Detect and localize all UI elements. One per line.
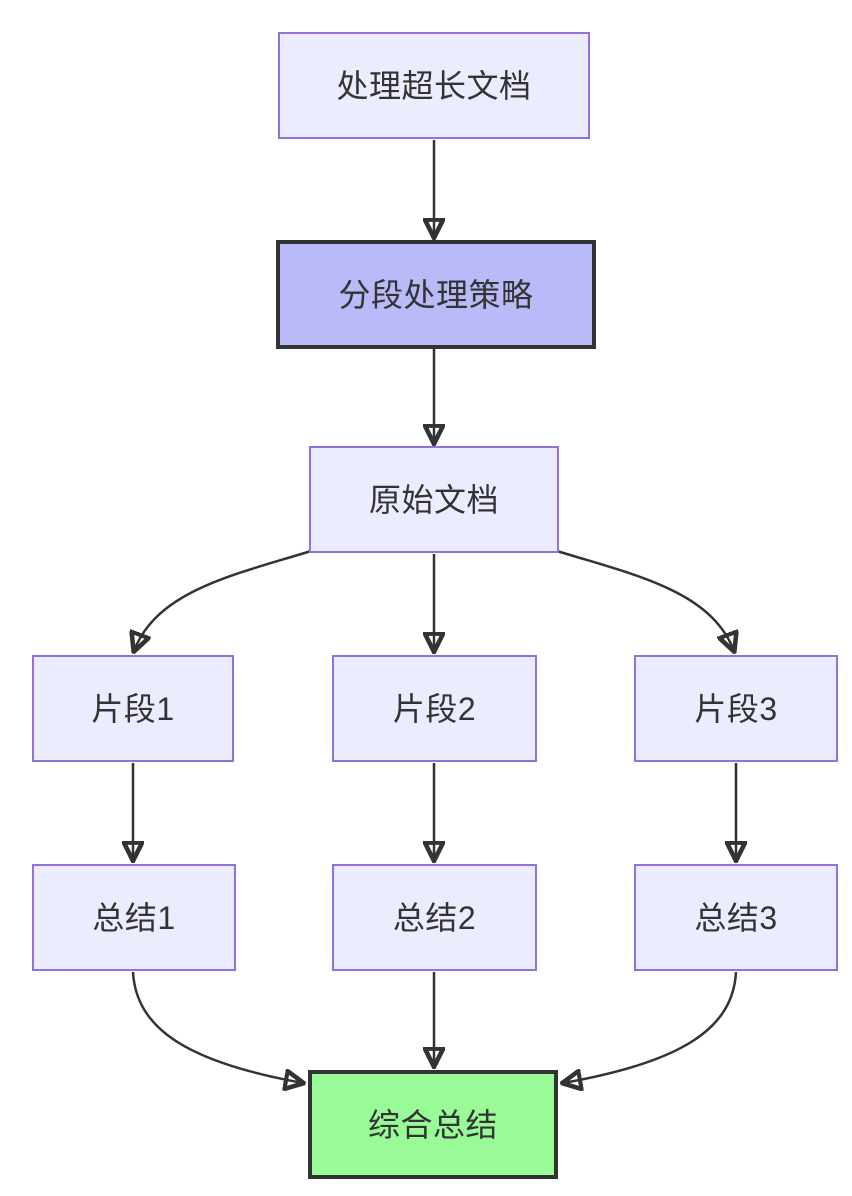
node-label: 总结3 xyxy=(694,899,778,936)
node-label: 片段2 xyxy=(392,690,477,727)
node-process-long-doc: 处理超长文档 xyxy=(278,32,590,139)
edge-E3-F xyxy=(563,971,738,1083)
node-fragment-3: 片段3 xyxy=(634,655,838,762)
node-fragment-1: 片段1 xyxy=(32,655,234,762)
node-fragment-2: 片段2 xyxy=(332,655,537,762)
node-label: 片段1 xyxy=(91,690,175,727)
node-summary-2: 总结2 xyxy=(332,864,537,971)
node-original-doc: 原始文档 xyxy=(309,446,559,553)
edge-C-D1 xyxy=(134,549,312,651)
node-label: 片段3 xyxy=(694,690,778,727)
node-final-summary: 综合总结 xyxy=(308,1070,558,1179)
node-label: 综合总结 xyxy=(367,1106,498,1143)
node-label: 分段处理策略 xyxy=(338,276,534,313)
edge-C-D3 xyxy=(556,549,734,651)
node-label: 原始文档 xyxy=(368,481,499,518)
node-segment-strategy: 分段处理策略 xyxy=(276,240,596,349)
node-summary-1: 总结1 xyxy=(32,864,236,971)
node-summary-3: 总结3 xyxy=(634,864,838,971)
node-label: 总结1 xyxy=(92,899,176,936)
node-label: 处理超长文档 xyxy=(336,67,532,104)
node-label: 总结2 xyxy=(392,899,477,936)
edge-E1-F xyxy=(131,971,303,1083)
